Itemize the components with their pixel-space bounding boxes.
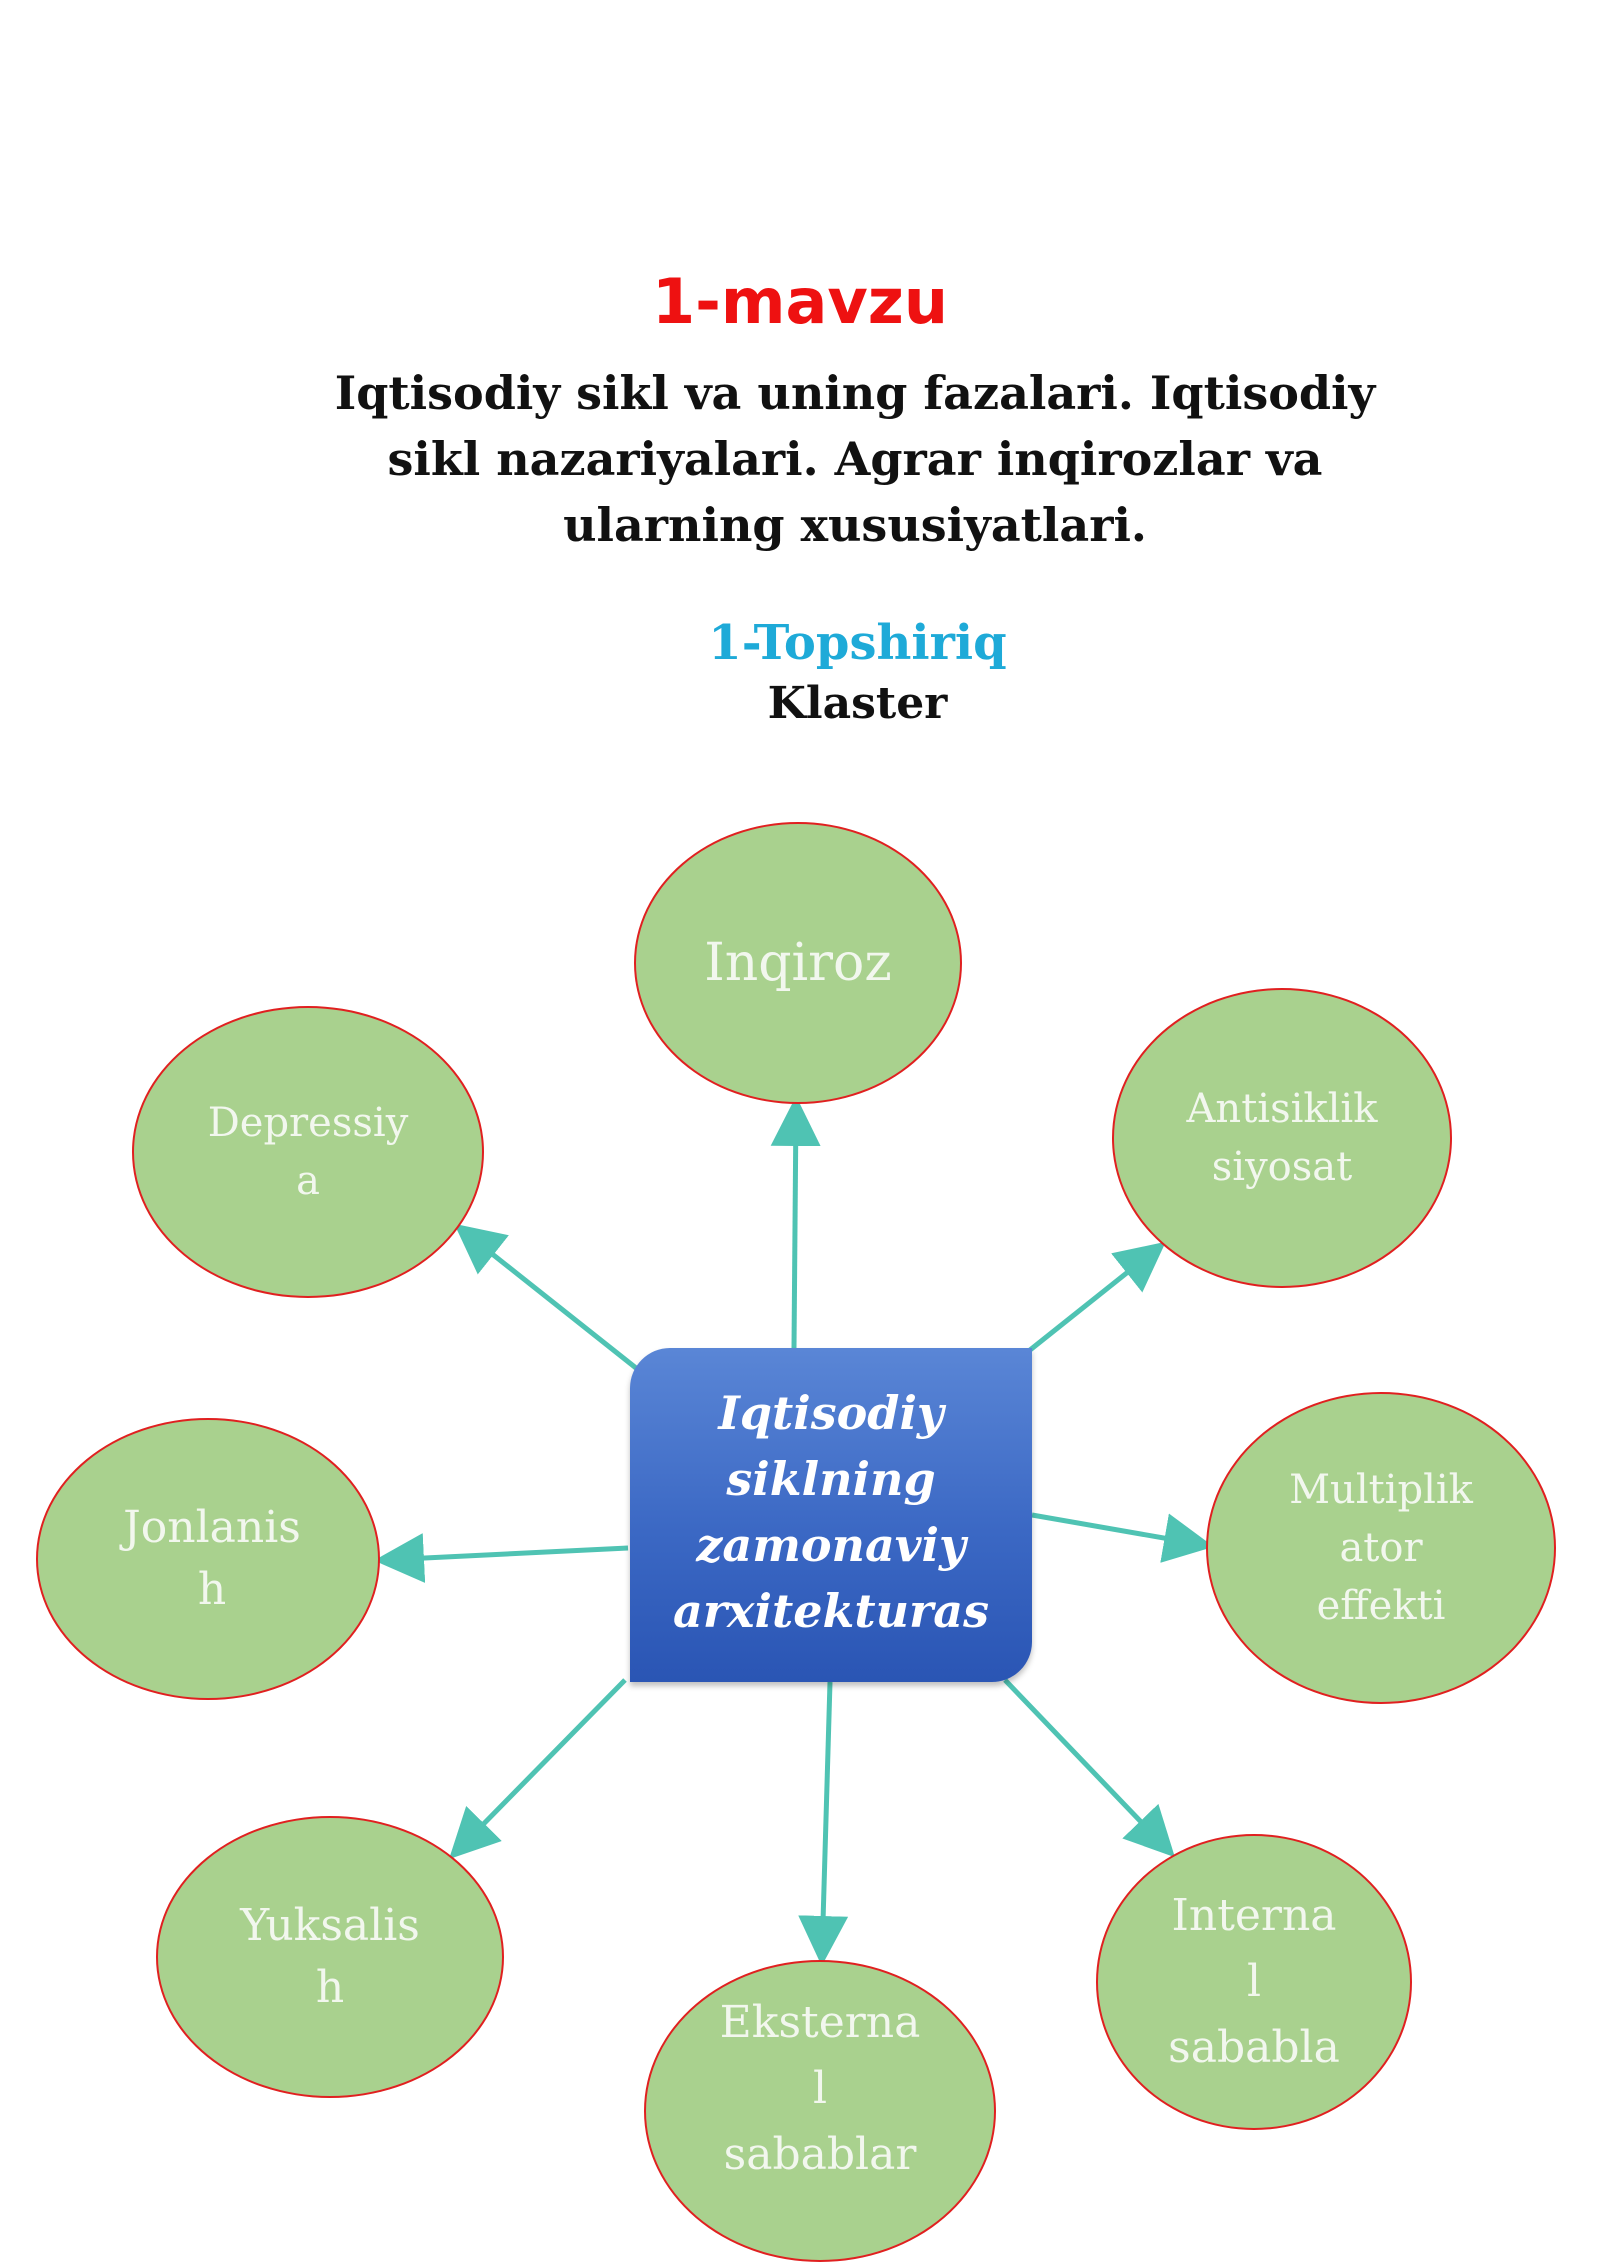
node-inqiroz-label: Inqiroz xyxy=(704,933,892,993)
cluster-center-label: Iqtisodiy siklning zamonaviy arxitektura… xyxy=(673,1386,989,1682)
arrow-to-internal xyxy=(1003,1678,1175,1858)
arrow-to-inqiroz xyxy=(770,1096,821,1349)
arrow-to-multiplikator xyxy=(1031,1512,1214,1563)
node-depressiya-label: Depressiy a xyxy=(207,1100,409,1204)
node-jonlanish-label: Jonlanis h xyxy=(123,1502,301,1615)
node-internal: Interna l sababla xyxy=(1096,1834,1412,2130)
arrow-to-yuksalish xyxy=(448,1678,627,1860)
topic-title: 1-mavzu xyxy=(652,265,948,338)
arrow-to-jonlanish xyxy=(374,1533,629,1584)
arrow-to-eksternal xyxy=(798,1681,849,1966)
node-internal-label: Interna l sababla xyxy=(1168,1890,1340,2073)
topic-subtitle: Iqtisodiy sikl va uning fazalari. Iqtiso… xyxy=(334,366,1376,552)
node-antisiklik: Antisiklik siyosat xyxy=(1112,988,1452,1288)
cluster-center: Iqtisodiy siklning zamonaviy arxitektura… xyxy=(630,1348,1032,1682)
node-yuksalish-label: Yuksalis h xyxy=(240,1900,420,2013)
task-heading: 1-Topshiriq xyxy=(708,615,1007,671)
node-multiplikator: Multiplik ator effekti xyxy=(1206,1392,1556,1704)
node-eksternal-label: Eksterna l sabablar xyxy=(719,1997,921,2180)
node-antisiklik-label: Antisiklik siyosat xyxy=(1186,1086,1378,1190)
node-yuksalish: Yuksalis h xyxy=(156,1816,504,2098)
arrow-to-antisiklik xyxy=(1028,1241,1166,1352)
node-inqiroz: Inqiroz xyxy=(634,822,962,1104)
node-eksternal: Eksterna l sabablar xyxy=(644,1960,996,2262)
section-label: Klaster xyxy=(767,678,948,729)
node-jonlanish: Jonlanis h xyxy=(36,1418,380,1700)
arrow-to-depressiya xyxy=(454,1223,638,1370)
node-depressiya: Depressiy a xyxy=(132,1006,484,1298)
node-multiplikator-label: Multiplik ator effekti xyxy=(1289,1467,1473,1629)
